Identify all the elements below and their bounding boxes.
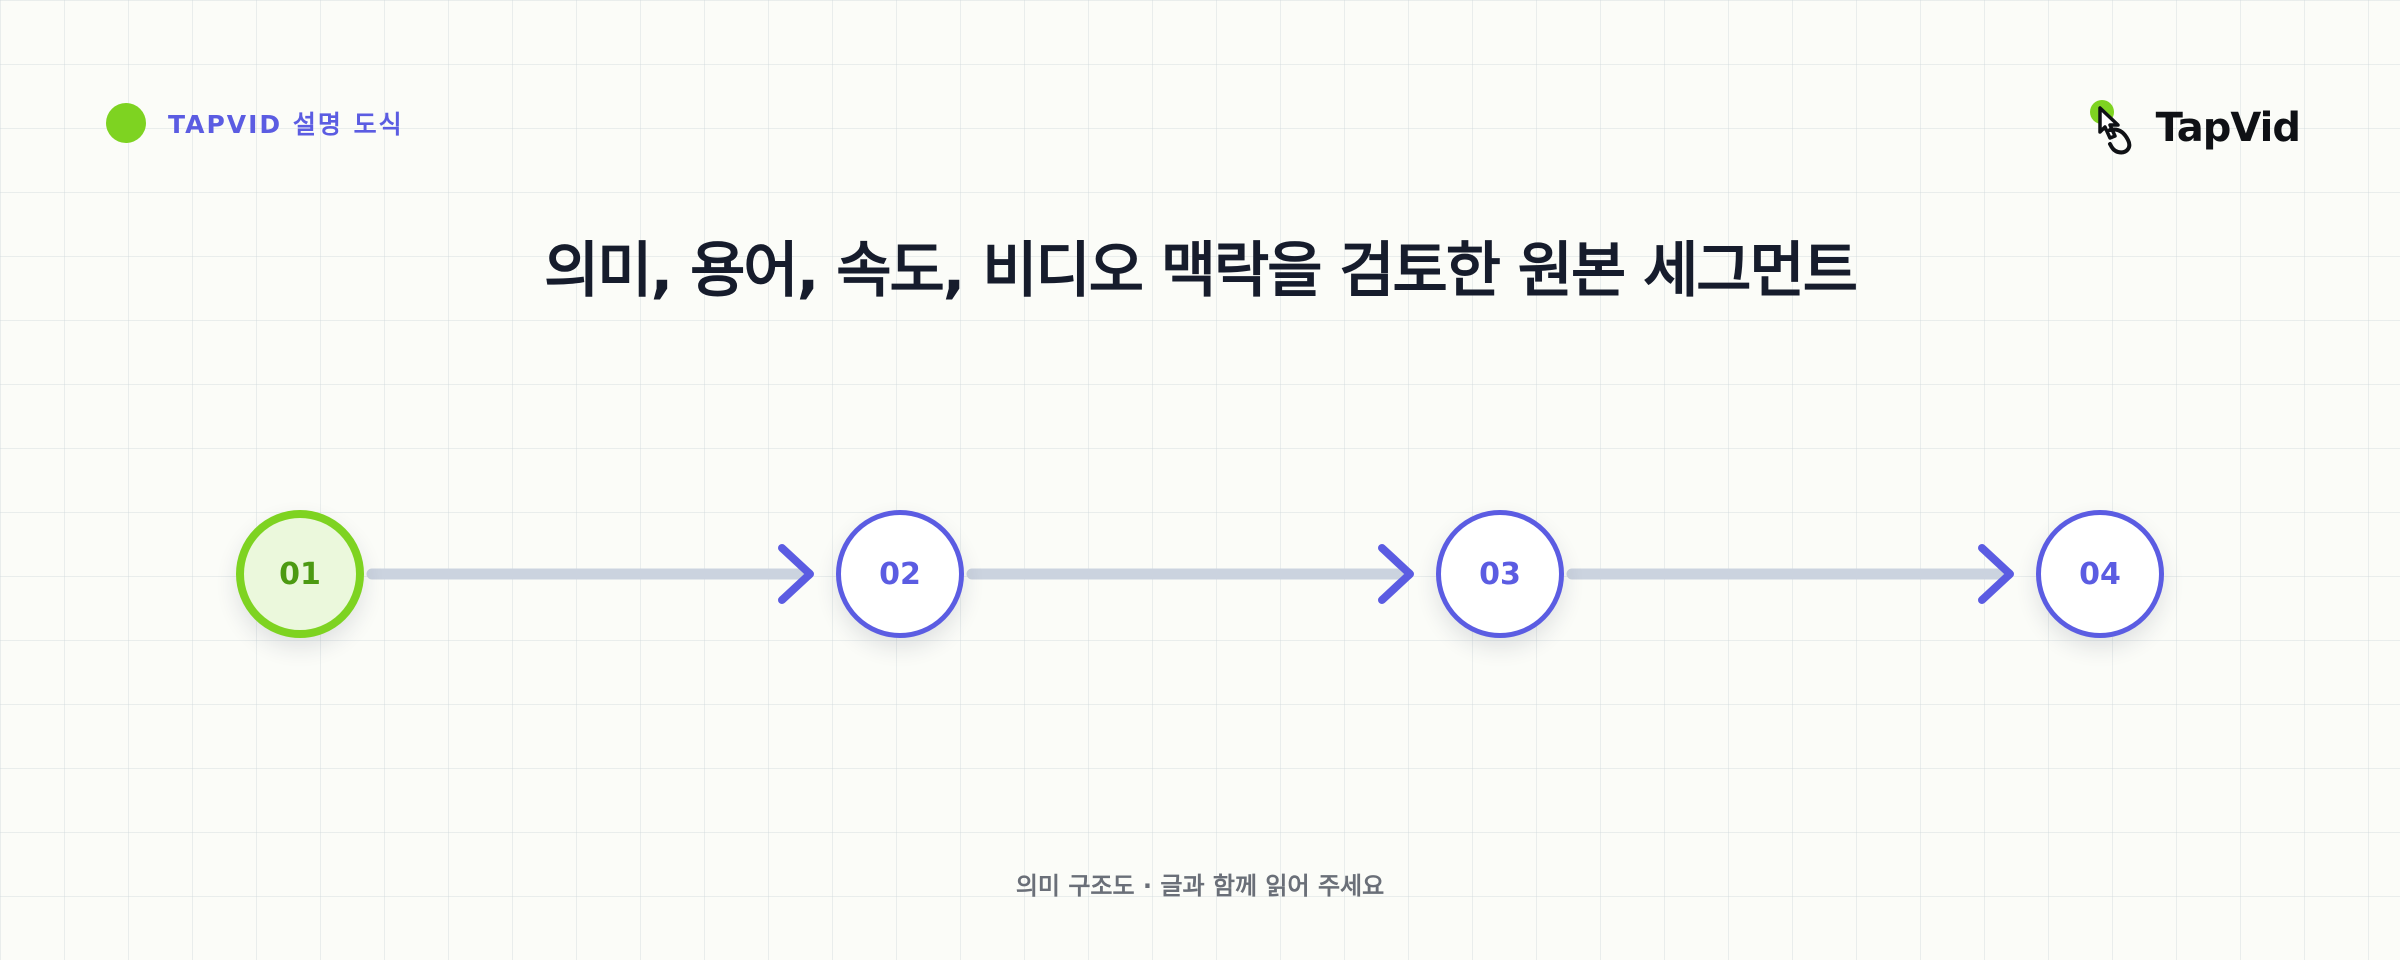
step-node-4: 04 bbox=[2036, 510, 2164, 638]
header-tag-label: TAPVID 설명 도식 bbox=[168, 110, 404, 139]
step-label-4: 04 bbox=[2079, 556, 2121, 592]
brand-name: TapVid bbox=[2155, 105, 2301, 151]
footer-note: 의미 구조도 · 글과 함께 읽어 주세요 bbox=[1015, 872, 1385, 900]
brand-logo: TapVid bbox=[2088, 98, 2301, 158]
step-label-2: 02 bbox=[879, 556, 921, 592]
connector-arrow-1 bbox=[366, 544, 814, 604]
pointer-hand-icon bbox=[2089, 100, 2131, 155]
green-dot-icon bbox=[106, 103, 146, 143]
step-label-1: 01 bbox=[279, 556, 321, 592]
step-label-3: 03 bbox=[1479, 556, 1521, 592]
step-node-1: 01 bbox=[236, 510, 364, 638]
step-node-2: 02 bbox=[836, 510, 964, 638]
header-tag: TAPVID 설명 도식 bbox=[106, 102, 404, 144]
process-flow: 01 02 03 04 bbox=[0, 490, 2400, 660]
connector-arrow-2 bbox=[966, 544, 1414, 604]
step-node-3: 03 bbox=[1436, 510, 1564, 638]
flow-connectors bbox=[366, 544, 2014, 604]
connector-arrow-3 bbox=[1566, 544, 2014, 604]
page-title: 의미, 용어, 속도, 비디오 맥락을 검토한 원본 세그먼트 bbox=[544, 236, 1858, 306]
